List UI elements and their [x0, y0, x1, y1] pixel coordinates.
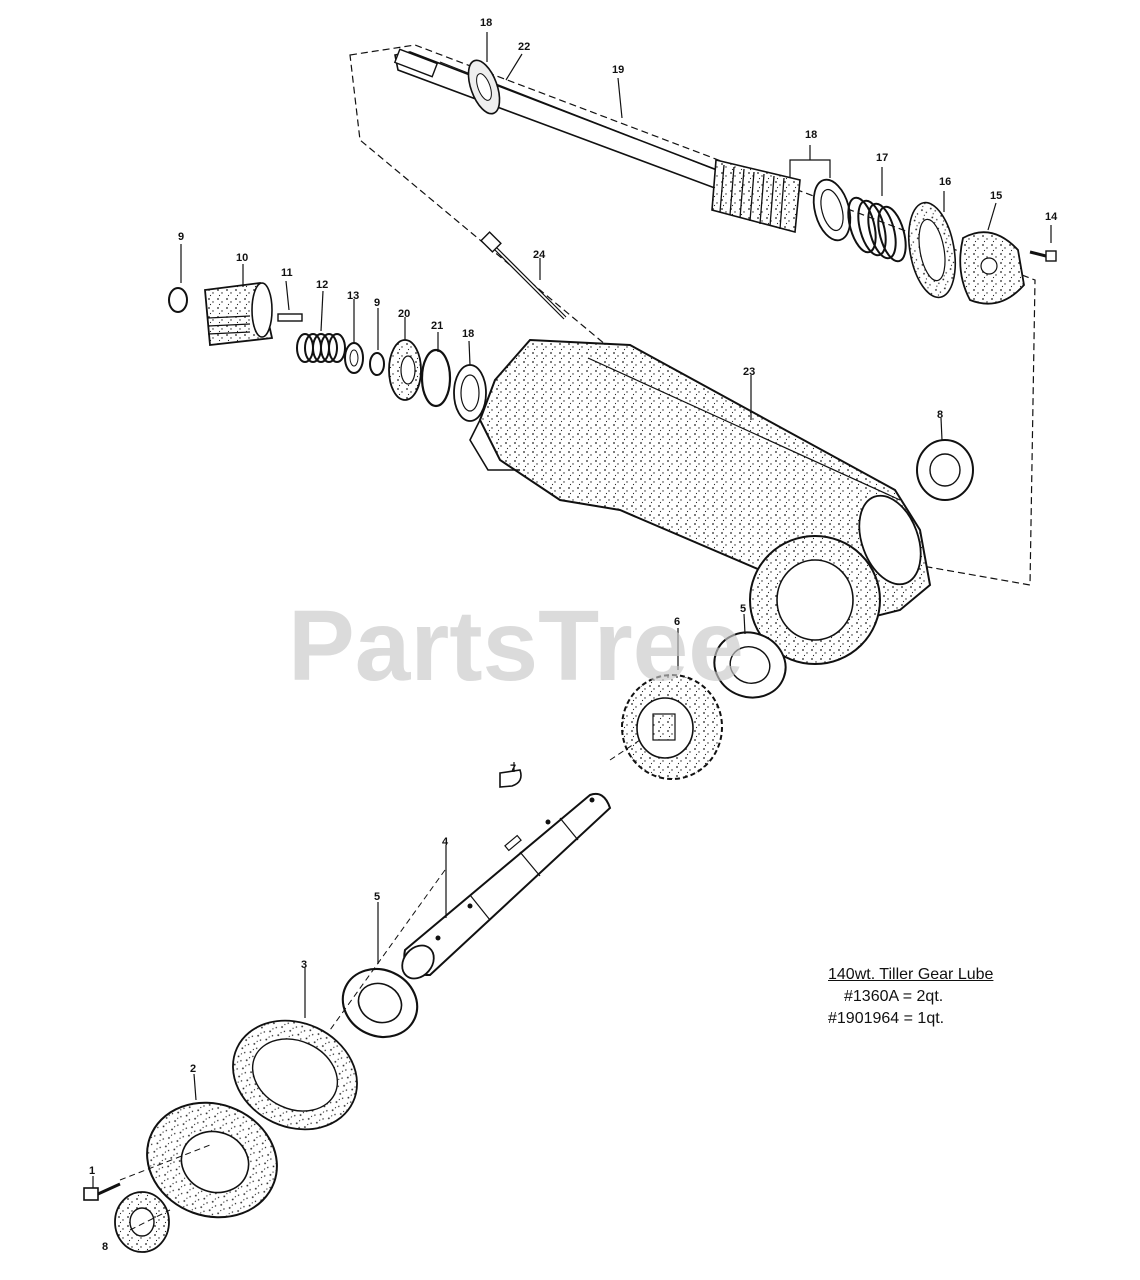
callout-15: 15 [990, 190, 1002, 202]
callout-4: 4 [442, 836, 449, 848]
gasket-lower [232, 1019, 358, 1131]
callout-10: 10 [236, 252, 248, 264]
callout-22: 22 [518, 41, 530, 53]
lube-note-line-2: #1901964 = 1qt. [828, 1010, 945, 1027]
dipstick [480, 231, 567, 320]
bearing-cup-upper [812, 178, 852, 242]
callout-18-upper: 18 [805, 129, 817, 141]
retaining-ring-small [369, 352, 385, 376]
callout-11: 11 [281, 267, 293, 279]
callout-2: 2 [190, 1063, 196, 1075]
ball-bearing-upper [713, 631, 787, 699]
callout-20: 20 [398, 308, 410, 320]
lube-note-title: 140wt. Tiller Gear Lube [828, 966, 994, 983]
callout-5-lower: 5 [374, 891, 380, 903]
watermark: PartsTree [288, 590, 744, 702]
leader-lines [92, 32, 1052, 1188]
callout-labels: 18 22 19 18 17 16 15 14 9 10 11 12 13 9 … [89, 17, 1058, 1253]
callout-12: 12 [316, 279, 328, 291]
lube-note-line-1: #1360A = 2qt. [844, 988, 944, 1005]
bevel-gear [388, 339, 422, 401]
lube-note: 140wt. Tiller Gear Lube #1360A = 2qt. #1… [828, 964, 993, 1030]
shaft-bearing [467, 59, 501, 115]
callout-7: 7 [510, 763, 516, 775]
end-cover [959, 231, 1025, 305]
callout-1: 1 [89, 1165, 95, 1177]
callout-18-top: 18 [480, 17, 492, 29]
callout-14: 14 [1045, 211, 1058, 223]
callout-8-lower: 8 [102, 1241, 108, 1253]
cover-bolt-lower [83, 1182, 121, 1201]
clutch-collar [204, 282, 274, 346]
callout-6: 6 [674, 616, 680, 628]
compression-spring-upper [847, 196, 907, 263]
callout-19: 19 [612, 64, 624, 76]
transmission-housing [469, 338, 932, 665]
gasket-upper [907, 201, 957, 299]
callout-18-left: 18 [462, 328, 474, 340]
callout-9-mid: 9 [374, 297, 380, 309]
compression-spring-left [296, 333, 346, 363]
retaining-ring-left [168, 287, 188, 313]
side-cover [146, 1101, 278, 1219]
bearing-cup-left [453, 364, 487, 422]
oil-seal-lower [114, 1191, 170, 1253]
snap-ring [420, 348, 452, 408]
cover-bolt [1029, 250, 1057, 262]
callout-21: 21 [431, 320, 443, 332]
callout-13: 13 [347, 290, 359, 302]
callout-5-upper: 5 [740, 603, 746, 615]
callout-9-left: 9 [178, 231, 184, 243]
callout-8-right: 8 [937, 409, 943, 421]
pin [277, 313, 303, 322]
callout-24: 24 [533, 249, 546, 261]
washer [344, 342, 364, 374]
ball-bearing-right [916, 439, 974, 501]
spur-gear [621, 674, 723, 780]
callout-16: 16 [939, 176, 951, 188]
assembly-centerline [119, 739, 641, 1231]
axle-shaft [401, 792, 612, 980]
callout-17: 17 [876, 152, 888, 164]
callout-23: 23 [743, 366, 755, 378]
woodruff-key [499, 769, 522, 788]
subassembly-boundary [349, 44, 1036, 586]
callout-3: 3 [301, 959, 307, 971]
worm-gear [711, 159, 801, 234]
